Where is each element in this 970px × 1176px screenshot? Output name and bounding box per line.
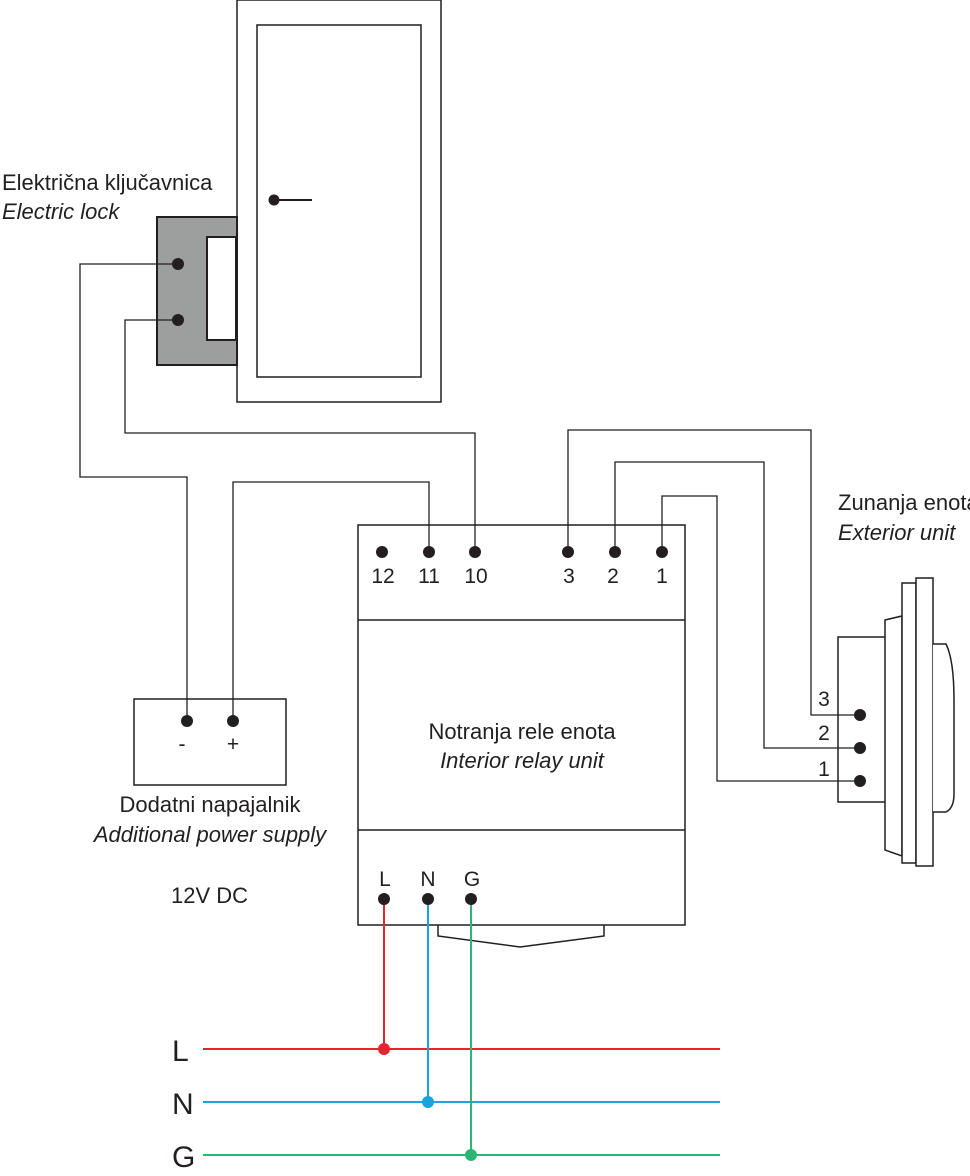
relay-terminal-l [378, 893, 390, 905]
exterior-plate-middle [901, 582, 917, 864]
relay-terminal-l-label: L [379, 868, 391, 891]
mains-junction-g [465, 1149, 477, 1161]
wires [79, 263, 860, 782]
mains-junction-n [422, 1096, 434, 1108]
relay-terminal-2 [609, 546, 621, 558]
exterior-unit: Zunanja enota Exterior unit 3 2 1 [818, 490, 970, 867]
relay-terminal-12-label: 12 [371, 565, 394, 588]
relay-terminal-10 [469, 546, 481, 558]
relay-terminal-11-label: 11 [418, 565, 440, 588]
lock-bolt [206, 236, 237, 341]
exterior-label-en: Exterior unit [838, 520, 956, 545]
psu-plus-label: + [227, 733, 239, 756]
wire-relay-1-to-exterior-1 [661, 495, 860, 782]
relay-terminal-10-label: 10 [464, 565, 487, 588]
exterior-label: Zunanja enota [838, 490, 970, 515]
wire-relay-2-to-exterior-2 [614, 461, 860, 749]
mains-junction-l [378, 1043, 390, 1055]
electric-lock [156, 216, 238, 366]
relay-terminal-g [465, 893, 477, 905]
mains-label-g: G [172, 1141, 195, 1174]
lock-label: Električna ključavnica [2, 170, 213, 195]
relay-terminal-g-label: G [464, 868, 480, 891]
exterior-plate-front [915, 577, 934, 867]
psu-minus-label: - [179, 733, 186, 756]
exterior-terminal-3 [854, 709, 866, 721]
psu-terminal-minus [181, 715, 193, 727]
psu-voltage: 12V DC [171, 883, 248, 908]
psu-label-en: Additional power supply [92, 822, 328, 847]
exterior-terminal-1 [854, 775, 866, 787]
exterior-terminal-2-label: 2 [818, 722, 830, 745]
relay-din-clip [437, 925, 605, 948]
wire-lock-to-psu-minus [79, 263, 188, 721]
relay-terminal-3-label: 3 [563, 565, 575, 588]
door-panel [256, 24, 422, 378]
door [236, 0, 442, 403]
mains-label-n: N [172, 1088, 194, 1121]
relay-housing [357, 524, 686, 926]
wire-psu-plus-to-relay-11 [232, 481, 430, 721]
relay-terminal-3 [562, 546, 574, 558]
exterior-terminal-3-label: 3 [818, 688, 830, 711]
relay-unit: 12 11 10 3 2 1 Notranja rele enota Inter… [357, 524, 686, 948]
relay-terminal-n-label: N [420, 868, 435, 891]
exterior-terminal-2 [854, 742, 866, 754]
mains: L N G [172, 893, 720, 1174]
psu-box [133, 698, 287, 786]
psu-label: Dodatni napajalnik [119, 792, 301, 817]
door-frame [236, 0, 442, 403]
relay-terminal-11 [423, 546, 435, 558]
psu-terminal-plus [227, 715, 239, 727]
relay-terminal-1 [656, 546, 668, 558]
power-supply: - + [133, 698, 287, 786]
relay-terminal-12 [376, 546, 388, 558]
exterior-terminal-1-label: 1 [818, 758, 830, 781]
mains-label-l: L [172, 1035, 189, 1068]
exterior-plate-back [884, 615, 903, 858]
relay-terminal-2-label: 2 [607, 565, 619, 588]
lock-label-en: Electric lock [2, 199, 120, 224]
relay-label: Notranja rele enota [428, 719, 616, 744]
relay-terminal-n [422, 893, 434, 905]
wire-relay-3-to-exterior-3 [567, 429, 860, 716]
relay-terminal-1-label: 1 [656, 565, 668, 588]
relay-label-en: Interior relay unit [440, 748, 605, 773]
wire-lock-to-relay-10 [124, 319, 476, 552]
exterior-face [933, 643, 955, 813]
